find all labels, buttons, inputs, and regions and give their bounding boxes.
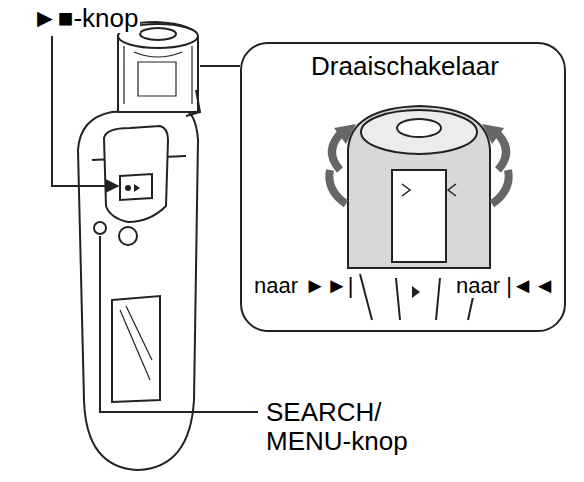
direction-label: naar |◄◄: [454, 274, 557, 298]
direction-label: naar ►►|: [252, 274, 355, 298]
callout-box: Draaischakelaar naar ►►| naar |◄◄: [240, 42, 566, 332]
leader-line: [100, 236, 258, 412]
callout-title: Draaischakelaar: [309, 52, 501, 81]
button-label: ►■-knop: [30, 4, 140, 33]
player-body: [78, 22, 240, 470]
button-label: SEARCH/ MENU-knop: [264, 398, 418, 455]
leader-line: [52, 36, 118, 186]
